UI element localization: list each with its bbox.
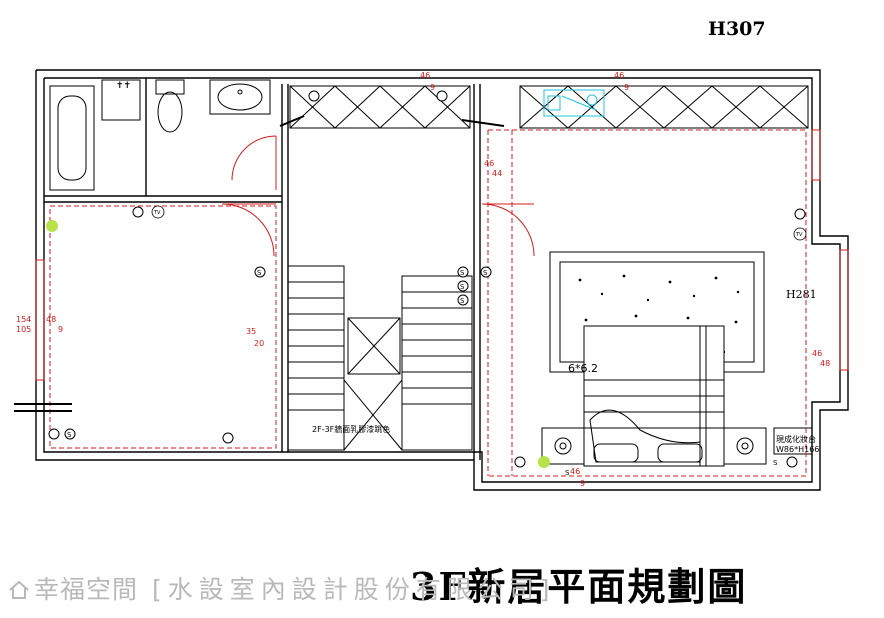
outlet-label: S bbox=[483, 269, 488, 277]
wardrobes bbox=[289, 85, 809, 129]
outlet-label: S bbox=[460, 269, 465, 277]
outlet-label: S bbox=[460, 297, 465, 305]
dimension-mark: 44 bbox=[492, 169, 502, 178]
highlight-fixture bbox=[543, 89, 605, 117]
switch-lines bbox=[279, 115, 505, 127]
bed-size-label: 6*6.2 bbox=[568, 362, 598, 375]
toilet-bowl bbox=[157, 91, 183, 133]
outlet-labels: S S S S S S S S bbox=[67, 269, 778, 477]
outlet-label: S bbox=[257, 269, 262, 277]
dimension-mark: 35 bbox=[246, 327, 256, 336]
dimension-mark: 46 bbox=[484, 159, 494, 168]
plan-code: H307 bbox=[708, 18, 766, 40]
watermark-brand: 幸福空間 bbox=[34, 575, 139, 604]
dimension-mark: 46 bbox=[570, 467, 580, 476]
shower-area bbox=[101, 79, 141, 121]
dimension-mark: 46 bbox=[420, 71, 430, 80]
washbasin-counter bbox=[209, 79, 271, 115]
right-room-height-label: H281 bbox=[786, 288, 817, 301]
dimension-mark: 9 bbox=[580, 479, 585, 488]
bathtub-basin bbox=[57, 95, 87, 181]
washbasin bbox=[217, 83, 263, 111]
dimension-mark: 46 bbox=[614, 71, 624, 80]
watermark: 幸福空間 [水設室內設計股份有限公司] bbox=[8, 570, 556, 606]
dimension-mark: 105 bbox=[16, 325, 31, 334]
bathroom-fixtures: ✝✝ bbox=[49, 79, 271, 191]
page-title: 3F新居平面規劃圖 bbox=[410, 564, 748, 609]
dimension-mark: 46 bbox=[812, 349, 822, 358]
dimension-marks: 46 9 46 9 46 44 154 105 48 9 35 20 46 48… bbox=[16, 71, 830, 488]
vanity-label: 現成化妝台 bbox=[776, 434, 816, 444]
dimension-mark: 9 bbox=[624, 83, 629, 92]
dimension-lines bbox=[49, 129, 807, 477]
dimension-mark: 9 bbox=[430, 83, 435, 92]
nightstand-left bbox=[541, 427, 585, 465]
dimension-mark: 48 bbox=[820, 359, 830, 368]
green-markers bbox=[46, 220, 550, 468]
dimension-mark: 154 bbox=[16, 315, 31, 324]
house-logo-icon bbox=[9, 580, 29, 599]
bedroom-furniture bbox=[541, 251, 813, 467]
toilet-tank bbox=[155, 79, 185, 95]
outlet-label: S bbox=[773, 459, 778, 467]
outlet-label: S bbox=[565, 469, 570, 477]
vanity-table bbox=[773, 427, 813, 455]
tv-label: TV bbox=[153, 210, 161, 216]
windows bbox=[14, 129, 849, 412]
svg-text:✝✝: ✝✝ bbox=[116, 81, 131, 91]
vanity-size-label: W86*H166 bbox=[776, 445, 819, 454]
tv-labels: TV TV bbox=[151, 205, 807, 241]
outer-walls bbox=[35, 69, 849, 491]
dimension-mark: 20 bbox=[254, 339, 264, 348]
nightstand-right bbox=[723, 427, 767, 465]
tv-label: TV bbox=[795, 232, 803, 238]
stair-note-label: 2F-3F牆面乳膠漆跳色 bbox=[312, 424, 390, 434]
watermark-company: [水設室內設計股份有限公司] bbox=[152, 575, 556, 604]
dimension-mark: 48 bbox=[46, 315, 56, 324]
outlet-label: S bbox=[67, 431, 72, 439]
door-swings bbox=[221, 135, 535, 257]
bathtub bbox=[49, 85, 95, 191]
outlet-symbols bbox=[48, 90, 806, 468]
staircase bbox=[287, 265, 473, 451]
outlet-label: S bbox=[460, 283, 465, 291]
dimension-mark: 9 bbox=[58, 325, 63, 334]
